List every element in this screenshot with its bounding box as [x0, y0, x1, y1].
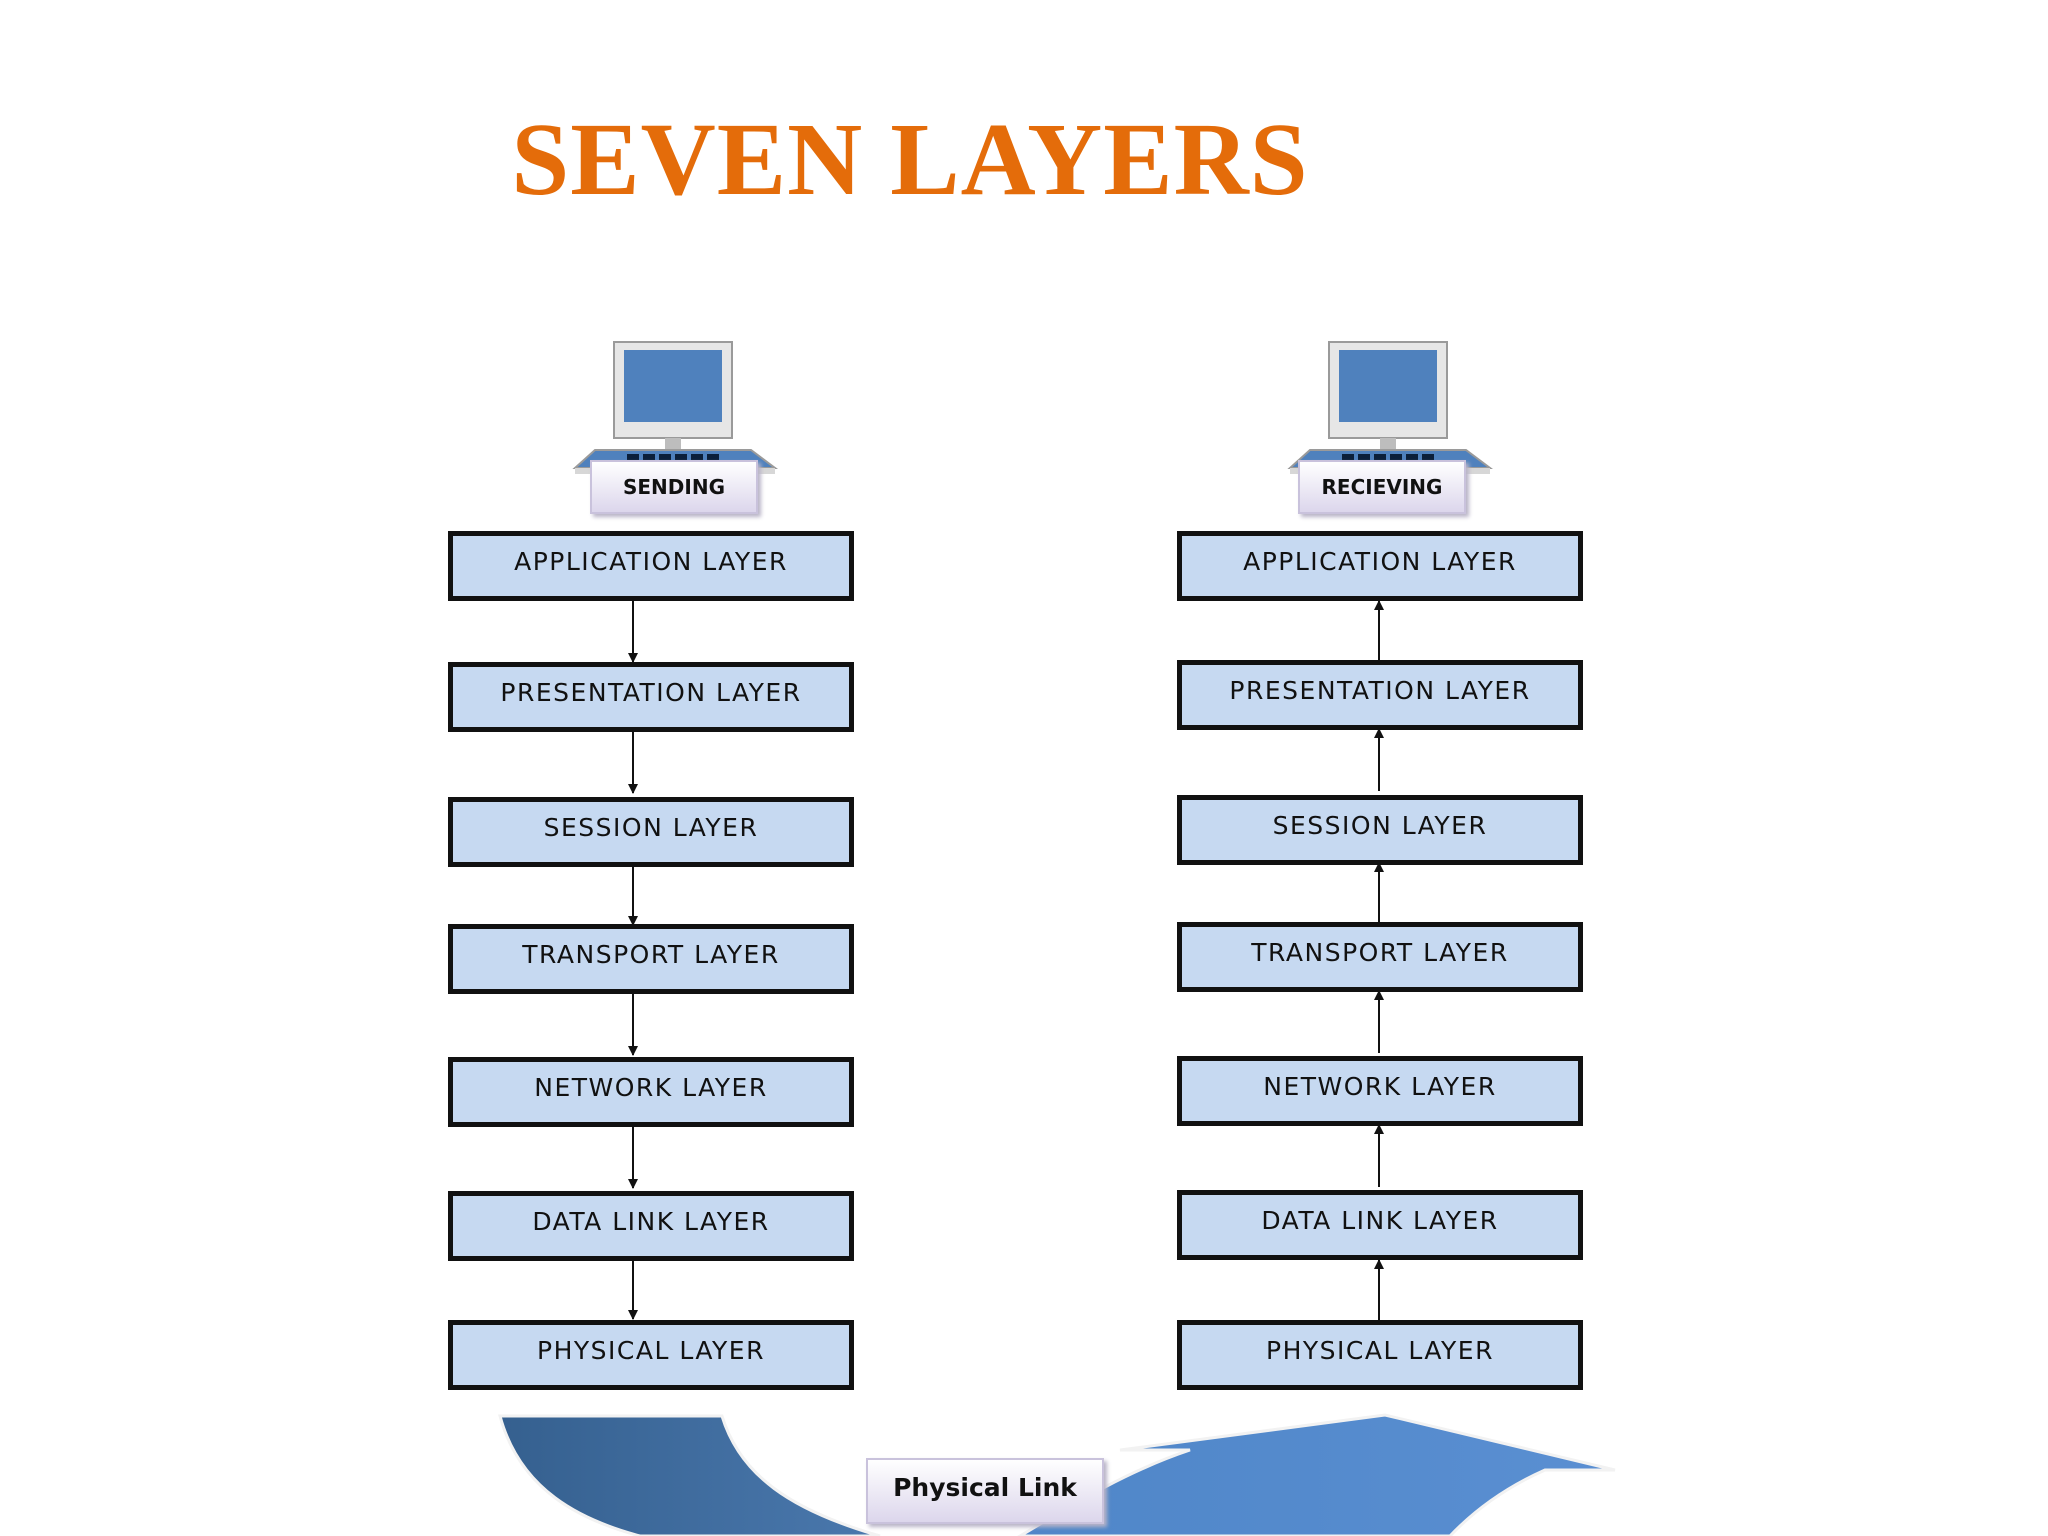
- receiver-presentation-layer: PRESENTATION LAYER: [1177, 660, 1583, 730]
- sender-physical-layer: PHYSICAL LAYER: [448, 1320, 854, 1390]
- sender-presentation-layer: PRESENTATION LAYER: [448, 662, 854, 732]
- receiver-data-link-layer: DATA LINK LAYER: [1177, 1190, 1583, 1260]
- receiver-transport-layer: TRANSPORT LAYER: [1177, 922, 1583, 992]
- sender-session-layer: SESSION LAYER: [448, 797, 854, 867]
- computer-icon: [572, 341, 778, 474]
- sending-label: SENDING: [590, 460, 758, 514]
- page-title: SEVEN LAYERS: [511, 102, 1309, 217]
- receiver-network-layer: NETWORK LAYER: [1177, 1056, 1583, 1126]
- sender-transport-layer: TRANSPORT LAYER: [448, 924, 854, 994]
- receiver-session-layer: SESSION LAYER: [1177, 795, 1583, 865]
- computer-icon: [1287, 341, 1493, 474]
- link-arrow-left: [498, 1414, 881, 1536]
- sender-application-layer: APPLICATION LAYER: [448, 531, 854, 601]
- recieving-label: RECIEVING: [1298, 460, 1466, 514]
- link-arrow-right: [1017, 1413, 1616, 1536]
- sender-data-link-layer: DATA LINK LAYER: [448, 1191, 854, 1261]
- sender-network-layer: NETWORK LAYER: [448, 1057, 854, 1127]
- physical-link-label: Physical Link: [866, 1458, 1104, 1524]
- receiver-physical-layer: PHYSICAL LAYER: [1177, 1320, 1583, 1390]
- receiver-application-layer: APPLICATION LAYER: [1177, 531, 1583, 601]
